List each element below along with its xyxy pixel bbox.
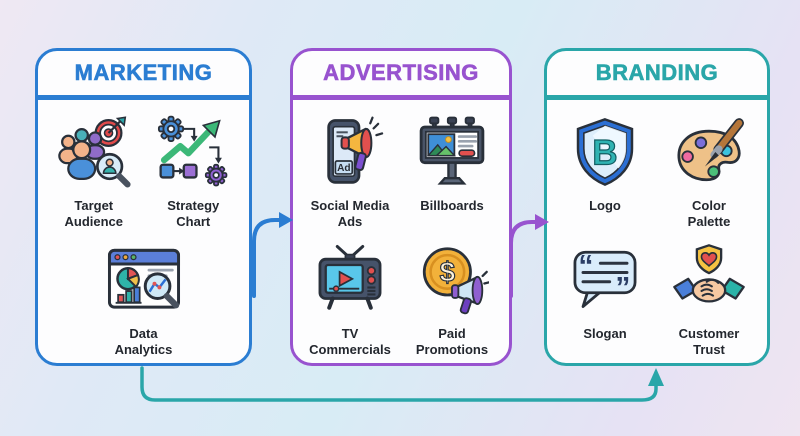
svg-text:$: $: [440, 256, 456, 287]
branding-divider: [547, 95, 767, 100]
customer-trust-icon: [673, 243, 745, 303]
marketing-title: MARKETING: [74, 60, 213, 86]
item-label: Data Analytics: [114, 325, 173, 357]
paid-promotions-icon: $: [422, 247, 489, 315]
marketing-header: MARKETING: [38, 51, 249, 95]
item-label: Color Palette: [687, 198, 731, 229]
list-item: TV Commercials: [299, 238, 401, 358]
social-media-ads-icon: Ad: [327, 116, 384, 184]
list-item: Customer Trust: [657, 238, 761, 358]
list-item: “ ” Slogan: [553, 238, 657, 358]
svg-text:Ad: Ad: [337, 163, 350, 174]
list-item: Strategy Chart: [144, 110, 244, 230]
svg-text:“: “: [578, 249, 593, 282]
list-item: Data Analytics: [44, 238, 243, 358]
item-label: Billboards: [420, 198, 484, 213]
list-item: B Logo: [553, 110, 657, 230]
item-label: Target Audience: [64, 198, 123, 229]
strategy-chart-icon: [158, 115, 228, 187]
item-label: Strategy Chart: [167, 198, 220, 229]
slogan-icon: “ ”: [573, 249, 637, 308]
advertising-body: Ad Social Media Ads: [293, 100, 509, 357]
list-item: Target Audience: [44, 110, 144, 230]
item-label: Customer Trust: [678, 325, 740, 357]
tv-commercials-icon: [318, 244, 382, 310]
advertising-title: ADVERTISING: [323, 60, 479, 86]
target-audience-icon: [57, 116, 131, 188]
list-item: Billboards: [401, 110, 503, 230]
arrow-marketing-to-branding: [140, 366, 664, 402]
advertising-header: ADVERTISING: [293, 51, 509, 95]
logo-shield-icon: B: [576, 118, 634, 186]
marketing-divider: [38, 95, 249, 100]
marketing-panel: MARKETING: [35, 48, 252, 366]
list-item: Color Palette: [657, 110, 761, 230]
arrow-marketing-to-advertising: [252, 212, 293, 298]
svg-text:B: B: [592, 133, 617, 172]
item-label: Paid Promotions: [415, 325, 489, 357]
item-label: Slogan: [583, 325, 627, 341]
branding-header: BRANDING: [547, 51, 767, 95]
list-item: Ad Social Media Ads: [299, 110, 401, 230]
color-palette-icon: [677, 118, 744, 182]
advertising-divider: [293, 95, 509, 100]
item-label: Logo: [589, 198, 621, 213]
item-label: Social Media Ads: [310, 198, 390, 229]
data-analytics-icon: [107, 248, 180, 309]
branding-title: BRANDING: [595, 60, 719, 86]
item-label: TV Commercials: [309, 325, 391, 357]
branding-body: B Logo Color Palette: [547, 100, 767, 357]
svg-text:”: ”: [615, 271, 630, 304]
list-item: $ Paid Promotions: [401, 238, 503, 358]
advertising-panel: ADVERTISING Ad: [290, 48, 512, 366]
branding-panel: BRANDING B Logo: [544, 48, 770, 366]
marketing-body: Target Audience: [38, 100, 249, 357]
billboards-icon: [419, 116, 485, 185]
